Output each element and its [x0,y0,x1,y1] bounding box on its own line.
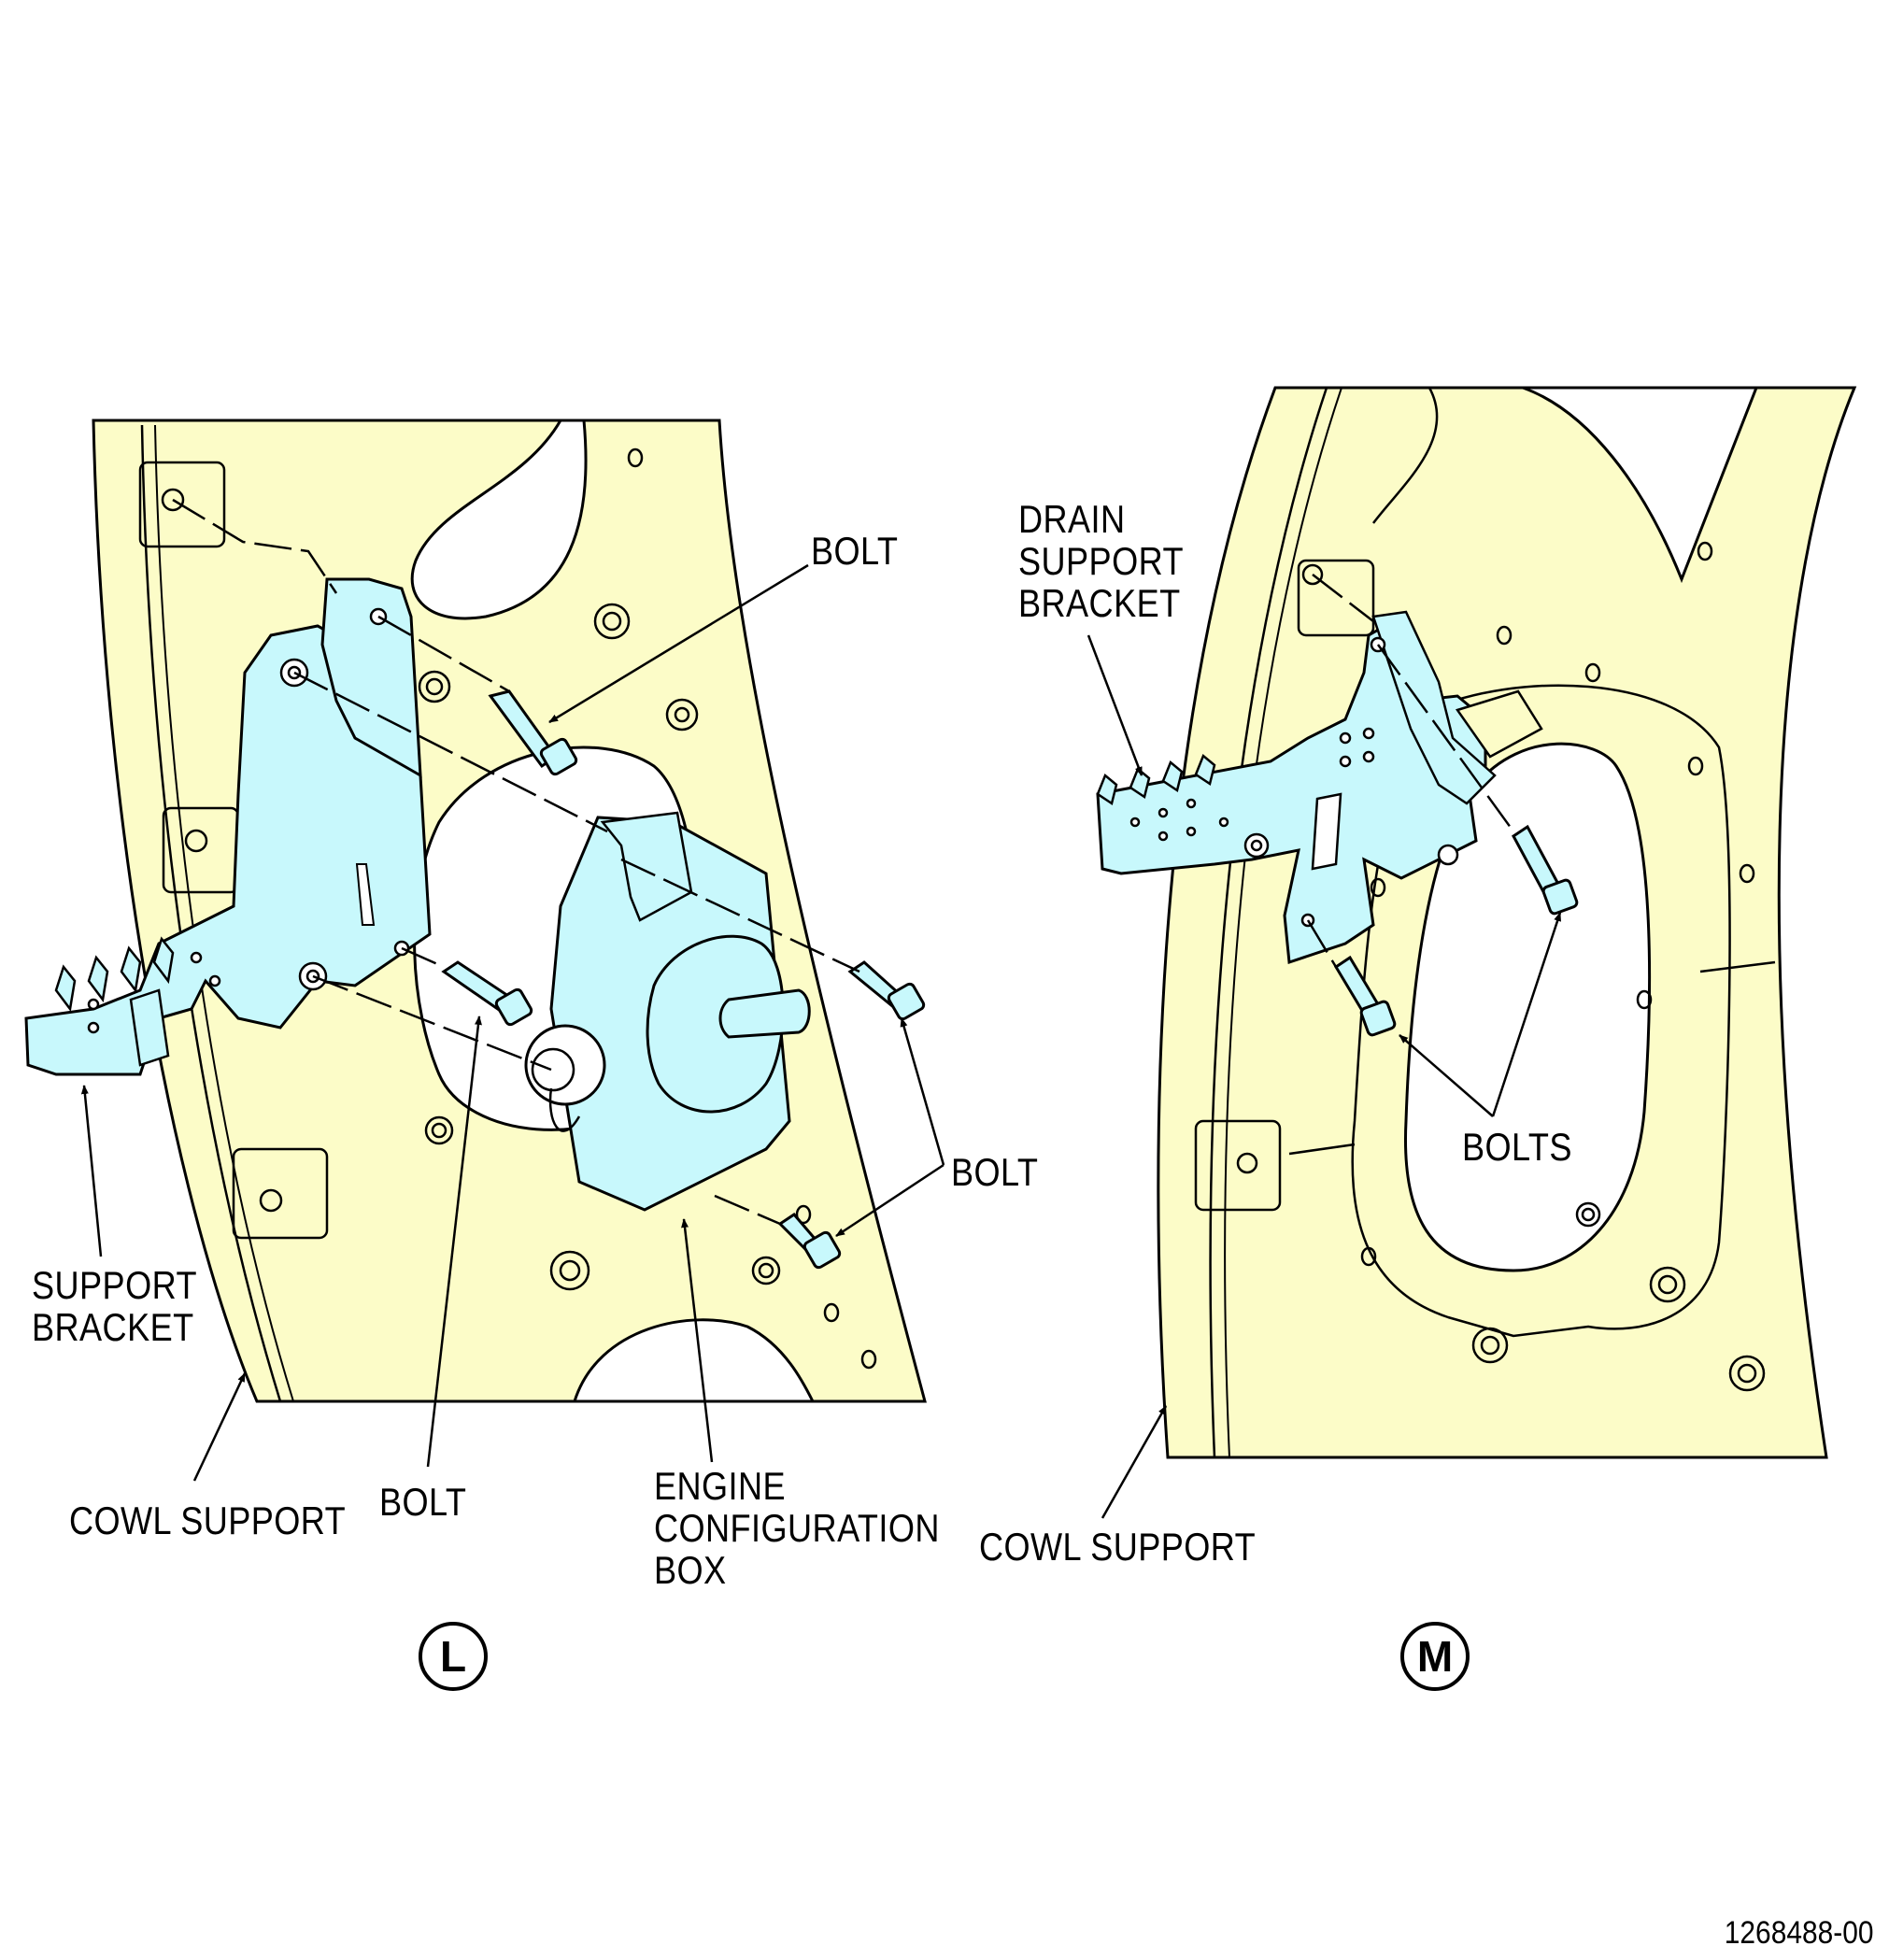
view-m-cowl-flange-2 [1224,387,1342,1458]
view-l-leader-lines [80,563,945,1482]
view-m-bolts [1333,824,1579,1037]
view-m-drain-support-bracket-label: DRAIN SUPPORT BRACKET [1018,498,1184,624]
view-m-flange-tab-upper [1297,559,1375,637]
view-m-drawing [1087,386,1857,1519]
view-l-bolt-upper-head [539,737,578,776]
view-l-panel-holes [161,447,877,1370]
view-m-flange-tab-lower [1194,1119,1282,1212]
view-l-bolts [441,689,926,1270]
drain-bracket-line-2: SUPPORT [1018,539,1184,583]
view-m-large-cutout [1403,742,1652,1272]
view-l-dust-cap-lanyard [548,1087,581,1132]
view-l-dust-cap-inner [531,1047,575,1092]
view-l-upper-cutout [410,419,588,620]
view-l-flange-tab-upper [138,461,226,548]
view-l-drawing [24,419,945,1482]
view-m-drain-support-bracket [1096,615,1487,965]
view-l-bolt-top-label: BOLT [811,529,899,573]
view-l-box-shaft [718,988,811,1039]
view-l-box-flange [600,811,693,922]
view-l-flange-tab-lower [232,1147,329,1240]
engine-config-line-2: CONFIGURATION [654,1506,940,1550]
view-m-bracket-window [1311,792,1342,871]
view-l-clamp-fingers [54,936,175,1067]
view-l-lower-cutout [572,1318,816,1403]
drain-bracket-line-1: DRAIN [1018,497,1126,541]
figure-number: 1268488-00 [1725,1915,1874,1951]
view-l-support-bracket-label: SUPPORT BRACKET [32,1264,197,1348]
view-m-cowl-flange-3 [1372,387,1439,524]
view-l-bolt-bottom-label: BOLT [379,1480,467,1524]
view-m-badge: M [1400,1622,1470,1691]
view-l-bracket-slot [355,863,376,926]
view-m-panel-holes [1236,541,1766,1392]
view-l-engine-config-box-label: ENGINE CONFIGURATION BOX [654,1465,940,1591]
view-l-badge: L [419,1622,488,1691]
view-m-clip-block [1455,689,1543,759]
view-m-cowl-support-label: COWL SUPPORT [979,1525,1257,1569]
view-l-installation-lines [172,498,860,1226]
view-m-cowl-flange [1209,387,1328,1458]
view-l-bolt-middle-head [494,987,533,1027]
view-m-bracket-holes [1129,636,1459,928]
view-l-box-connector-boss [646,934,785,1114]
view-m-bolts-label: BOLTS [1462,1125,1572,1169]
support-bracket-line-2: BRACKET [32,1305,194,1349]
view-l-upper-bracket-tab [320,577,422,778]
view-m-bolt-lower-head [1359,1000,1397,1037]
view-m-installation-lines [1306,574,1515,968]
view-l-bolt-right-upper-head [887,982,926,1021]
support-bracket-line-1: SUPPORT [32,1263,197,1307]
view-m-cutout-flange [1351,684,1731,1338]
view-l-cowl-support-label: COWL SUPPORT [69,1498,347,1542]
view-m-leader-lines [1087,634,1562,1519]
view-l-bolt-right-label: BOLT [951,1150,1039,1194]
drain-bracket-line-3: BRACKET [1018,581,1181,625]
view-m-panel-seam [1288,960,1776,1156]
view-m-upper-cutout [1522,386,1759,584]
view-m-bracket-arm [1371,610,1497,805]
engine-config-line-3: BOX [654,1548,727,1592]
view-m-bolt-right-head [1541,878,1579,916]
view-m-clamp-fingers [1096,753,1216,806]
engine-config-line-1: ENGINE [654,1464,787,1508]
view-l-bolt-right-lower-head [802,1230,842,1270]
